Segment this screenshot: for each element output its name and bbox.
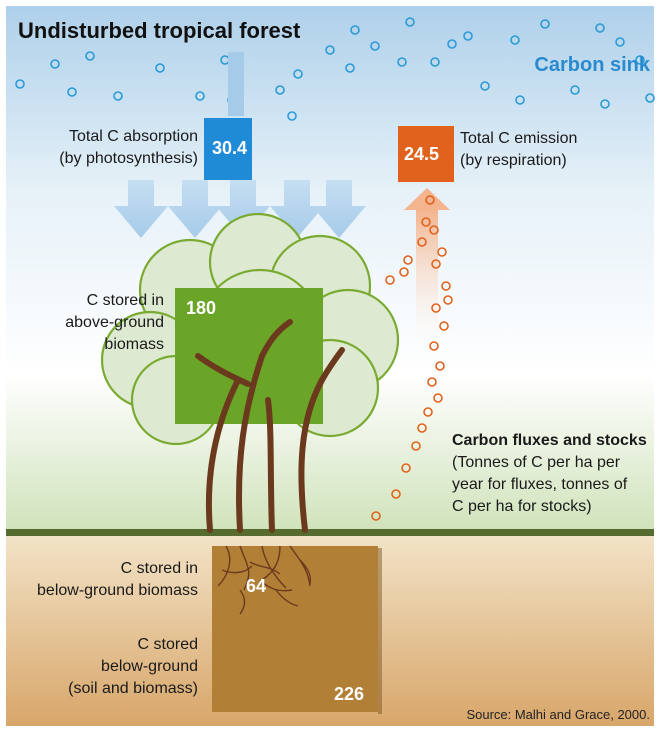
- sky-particles: [15, 17, 655, 121]
- legend-line2: year for fluxes, tonnes of: [452, 476, 628, 493]
- above-ground-value: 180: [186, 298, 217, 318]
- emission-box: [398, 126, 454, 182]
- roots: [217, 545, 312, 615]
- source-note: Source: Malhi and Grace, 2000.: [466, 707, 650, 722]
- above-ground-label: C stored in above-ground biomass: [65, 290, 164, 356]
- absorption-label-line1: Total C absorption: [69, 128, 198, 145]
- absorption-arrows: [114, 52, 366, 238]
- carbon-sink-label: Carbon sink: [534, 54, 650, 76]
- below-biomass-value: 64: [246, 576, 267, 596]
- emission-label-line1: Total C emission: [460, 130, 578, 147]
- absorption-label-line2: (by photosynthesis): [59, 150, 198, 167]
- diagram-title: Undisturbed tropical forest: [18, 18, 301, 43]
- emission-particles: [371, 195, 453, 521]
- above-ground-line1: C stored in: [86, 292, 164, 309]
- tree-trunks: [195, 319, 345, 533]
- emission-arrow: [404, 188, 450, 360]
- above-ground-line2: above-ground: [65, 314, 164, 331]
- emission-value: 24.5: [404, 144, 440, 164]
- emission-label: Total C emission (by respiration): [460, 128, 577, 172]
- below-biomass-label: C stored in below-ground biomass: [37, 558, 198, 602]
- below-total-line1: C stored: [137, 636, 198, 653]
- legend-line3: C per ha for stocks): [452, 498, 592, 515]
- below-total-label: C stored below-ground (soil and biomass): [68, 634, 198, 700]
- legend-block: Carbon fluxes and stocks (Tonnes of C pe…: [452, 430, 647, 518]
- below-biomass-line2: below-ground biomass: [37, 582, 198, 599]
- emission-label-line2: (by respiration): [460, 152, 567, 169]
- below-ground-box: [212, 546, 378, 712]
- below-biomass-line1: C stored in: [120, 560, 198, 577]
- below-total-line3: (soil and biomass): [68, 680, 198, 697]
- absorption-value: 30.4: [212, 138, 248, 158]
- ground-line: [6, 529, 654, 536]
- above-ground-line3: biomass: [104, 336, 164, 353]
- below-total-value: 226: [334, 684, 365, 704]
- legend-line1: (Tonnes of C per ha per: [452, 454, 621, 471]
- legend-heading: Carbon fluxes and stocks: [452, 432, 647, 449]
- absorption-label: Total C absorption (by photosynthesis): [59, 126, 198, 170]
- absorption-box: [204, 118, 252, 180]
- below-total-line2: below-ground: [101, 658, 198, 675]
